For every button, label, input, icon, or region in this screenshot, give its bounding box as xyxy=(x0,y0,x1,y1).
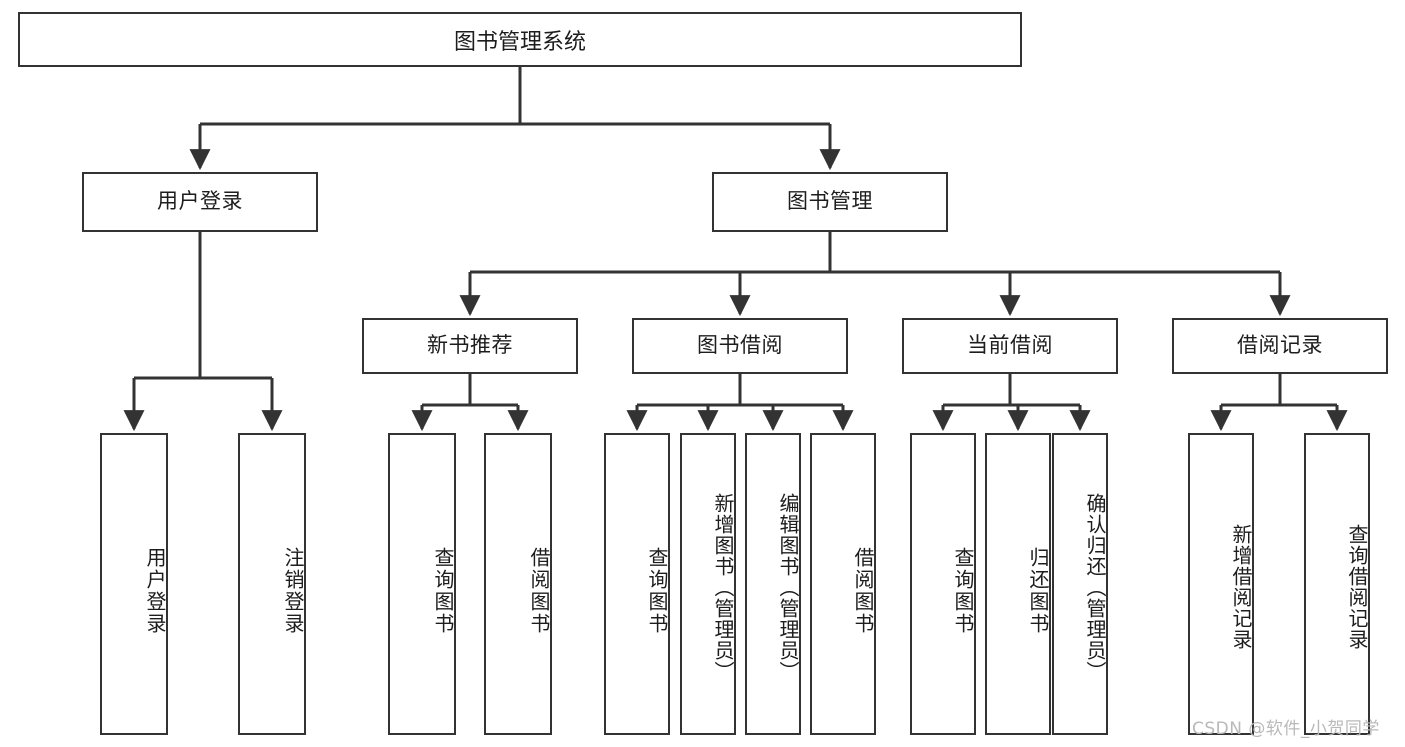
node-leaf-query-book-current[interactable]: 查询图书 xyxy=(910,433,976,735)
node-level3-borrow-record[interactable]: 借阅记录 xyxy=(1172,318,1388,374)
node-leaf-query-book-current-label: 查询图书 xyxy=(951,547,975,635)
node-leaf-return-book[interactable]: 归还图书 xyxy=(985,433,1051,735)
node-leaf-logout-login-label: 注销登录 xyxy=(281,547,305,635)
node-leaf-query-borrow-record-label: 查询借阅记录 xyxy=(1345,524,1369,650)
node-root[interactable]: 图书管理系统 xyxy=(18,12,1022,67)
node-leaf-add-borrow-record-label: 新增借阅记录 xyxy=(1229,524,1253,650)
node-leaf-user-login[interactable]: 用户登录 xyxy=(100,433,168,735)
node-level2-book-management[interactable]: 图书管理 xyxy=(712,172,948,232)
node-leaf-add-borrow-record[interactable]: 新增借阅记录 xyxy=(1188,433,1254,735)
node-leaf-borrow-book-newbook[interactable]: 借阅图书 xyxy=(484,433,552,735)
node-leaf-logout-login[interactable]: 注销登录 xyxy=(238,433,306,735)
node-leaf-add-book-admin-label: 新增图书（管理员） xyxy=(711,492,735,682)
node-level3-new-book-recommend-label: 新书推荐 xyxy=(427,333,513,358)
node-leaf-confirm-return-admin-label: 确认归还（管理员） xyxy=(1083,492,1107,682)
node-root-label: 图书管理系统 xyxy=(453,29,586,55)
node-leaf-borrow-book-label: 借阅图书 xyxy=(851,547,875,635)
node-leaf-confirm-return-admin[interactable]: 确认归还（管理员） xyxy=(1052,433,1108,735)
node-level3-borrow-record-label: 借阅记录 xyxy=(1237,333,1323,358)
node-leaf-edit-book-admin[interactable]: 编辑图书（管理员） xyxy=(745,433,801,735)
node-leaf-user-login-label: 用户登录 xyxy=(143,547,167,635)
node-level2-user-login-label: 用户登录 xyxy=(157,189,243,214)
node-level3-current-borrow[interactable]: 当前借阅 xyxy=(902,318,1118,374)
node-leaf-edit-book-admin-label: 编辑图书（管理员） xyxy=(776,492,800,682)
node-leaf-query-book-borrow-label: 查询图书 xyxy=(645,547,669,635)
node-leaf-query-book-borrow[interactable]: 查询图书 xyxy=(604,433,670,735)
node-level2-user-login[interactable]: 用户登录 xyxy=(82,172,318,232)
csdn-watermark: CSDN @软件_小贺同学 xyxy=(1192,719,1380,739)
node-leaf-borrow-book[interactable]: 借阅图书 xyxy=(810,433,876,735)
node-level3-current-borrow-label: 当前借阅 xyxy=(967,333,1053,358)
node-level3-book-borrow[interactable]: 图书借阅 xyxy=(632,318,848,374)
node-level2-book-management-label: 图书管理 xyxy=(787,189,873,214)
node-level3-book-borrow-label: 图书借阅 xyxy=(697,333,783,358)
node-leaf-return-book-label: 归还图书 xyxy=(1026,547,1050,635)
node-leaf-borrow-book-newbook-label: 借阅图书 xyxy=(527,547,551,635)
node-level3-new-book-recommend[interactable]: 新书推荐 xyxy=(362,318,578,374)
node-leaf-query-borrow-record[interactable]: 查询借阅记录 xyxy=(1304,433,1370,735)
node-leaf-query-book-newbook-label: 查询图书 xyxy=(431,547,455,635)
node-leaf-add-book-admin[interactable]: 新增图书（管理员） xyxy=(680,433,736,735)
node-leaf-query-book-newbook[interactable]: 查询图书 xyxy=(388,433,456,735)
